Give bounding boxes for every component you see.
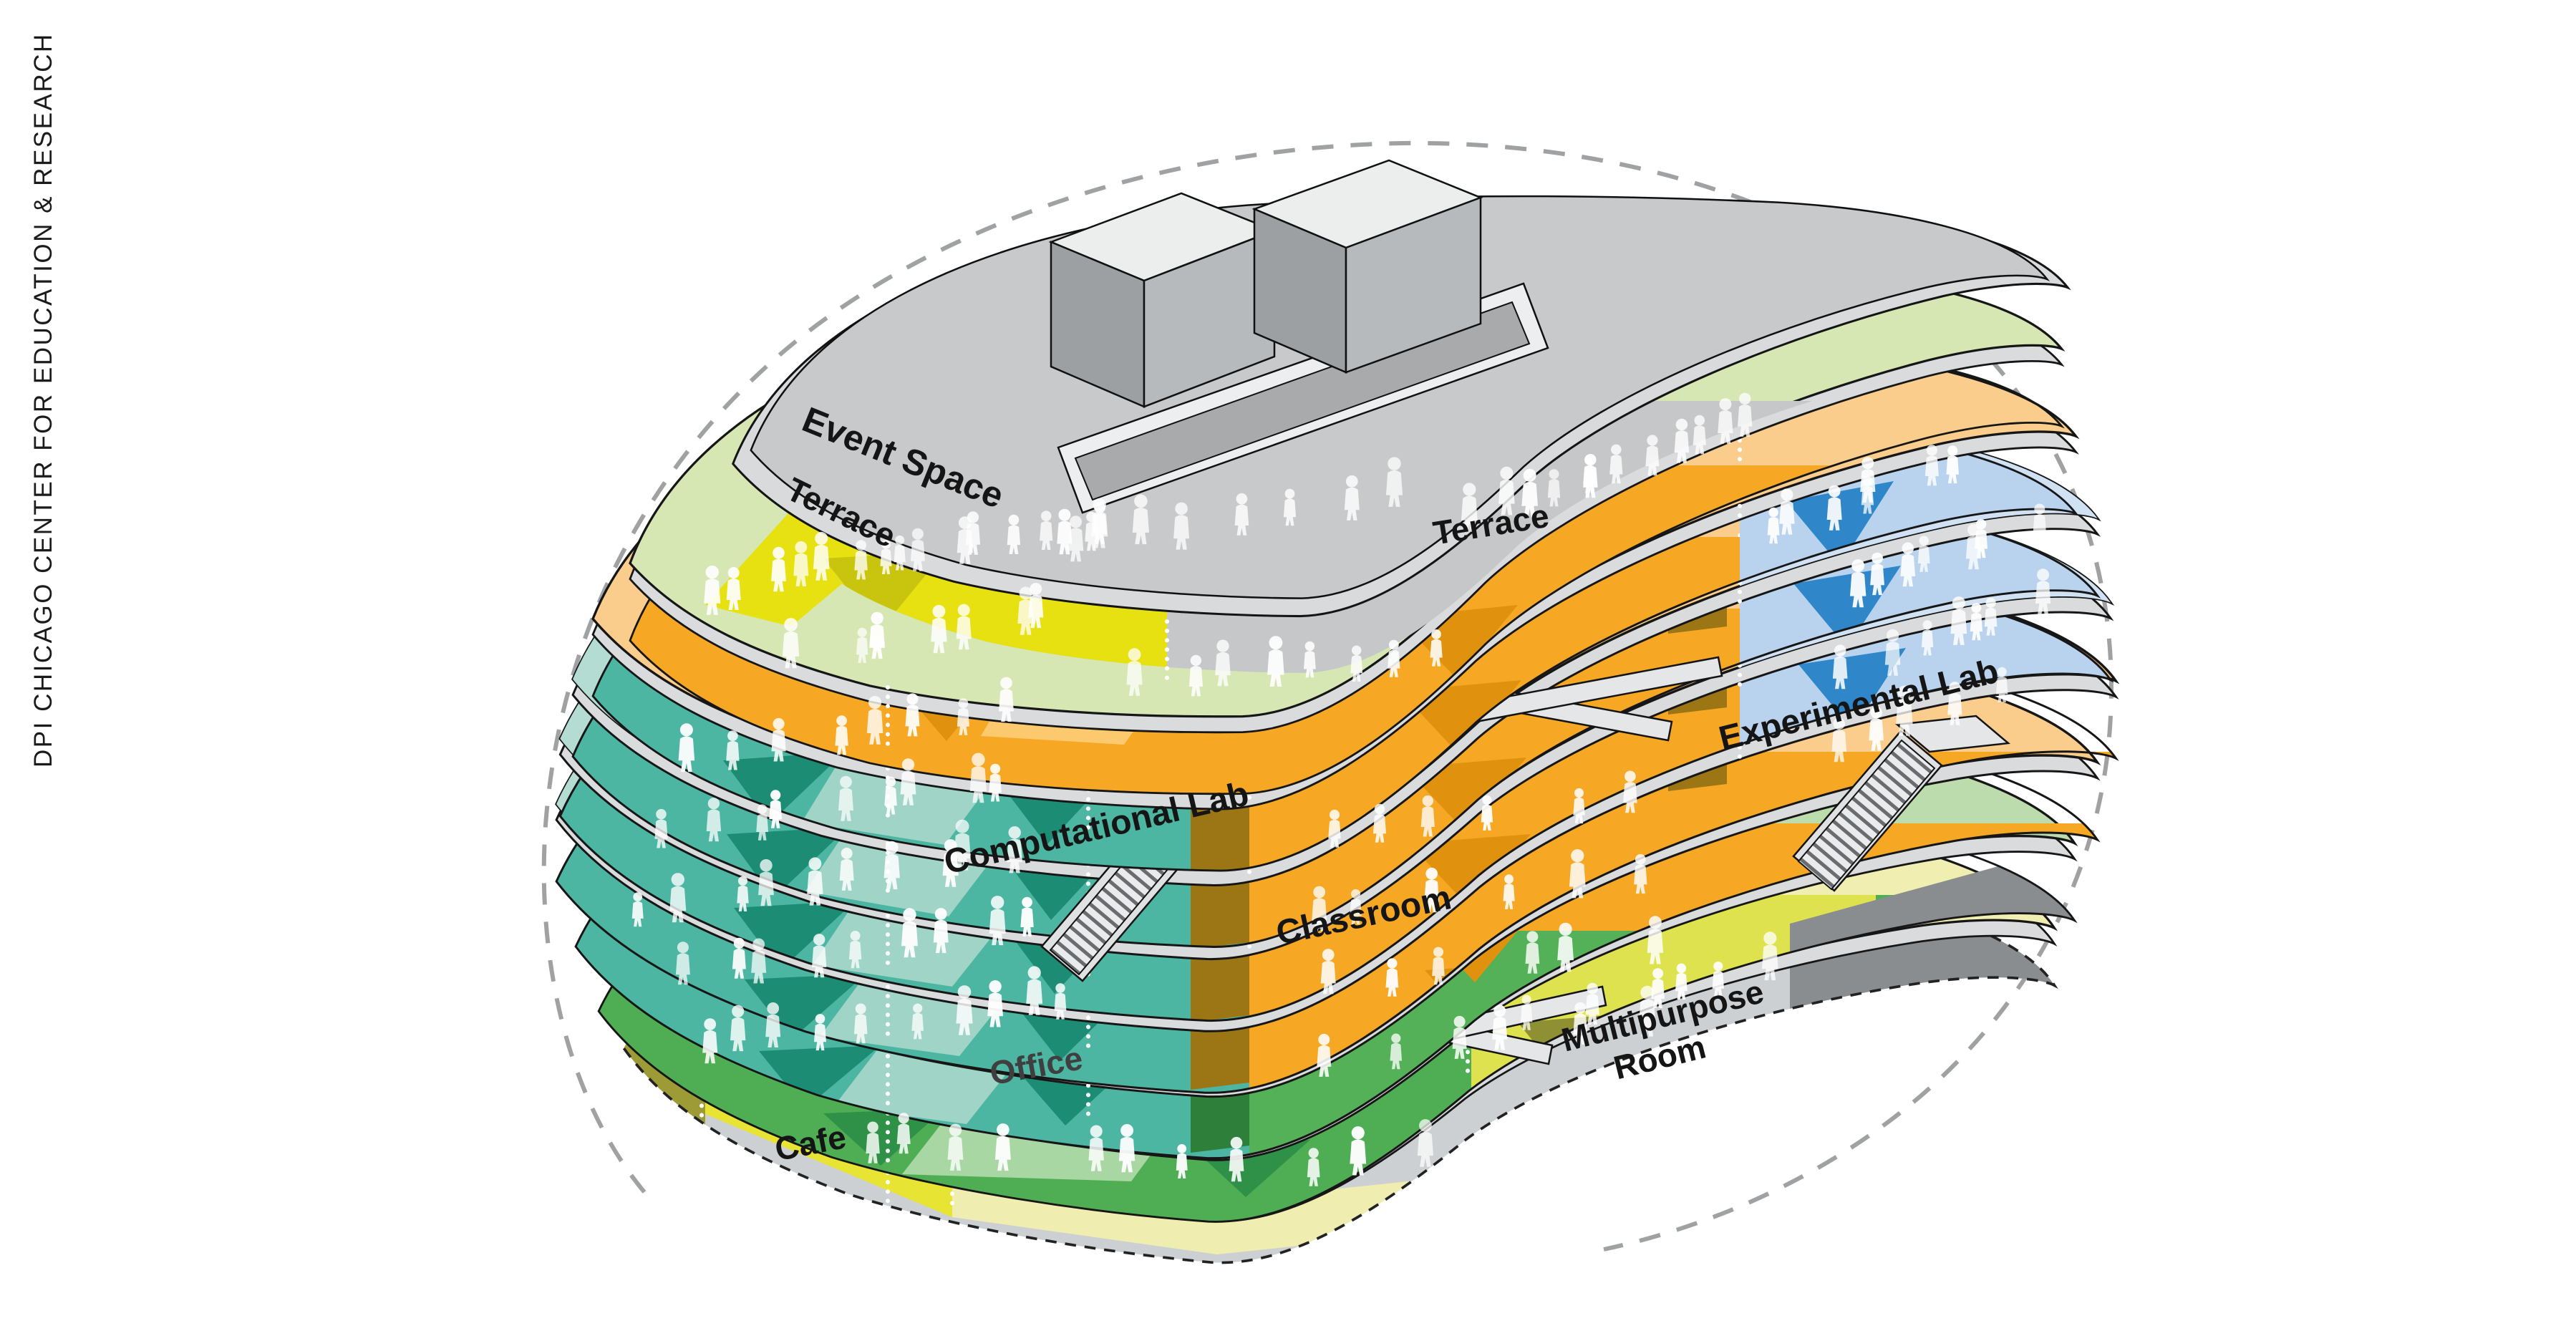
roof: [729, 159, 2071, 686]
person-silhouette: [1524, 1126, 1536, 1162]
person-silhouette: [1600, 1116, 1616, 1161]
person-silhouette: [1491, 1123, 1508, 1173]
site-outline-dashed: [541, 140, 2113, 1252]
roof-box-1: [1048, 192, 1277, 408]
person-silhouette: [2033, 503, 2047, 544]
project-title: DPI CHICAGO CENTER FOR EDUCATION & RESEA…: [29, 32, 57, 768]
roof-box-2: [1251, 159, 1483, 374]
